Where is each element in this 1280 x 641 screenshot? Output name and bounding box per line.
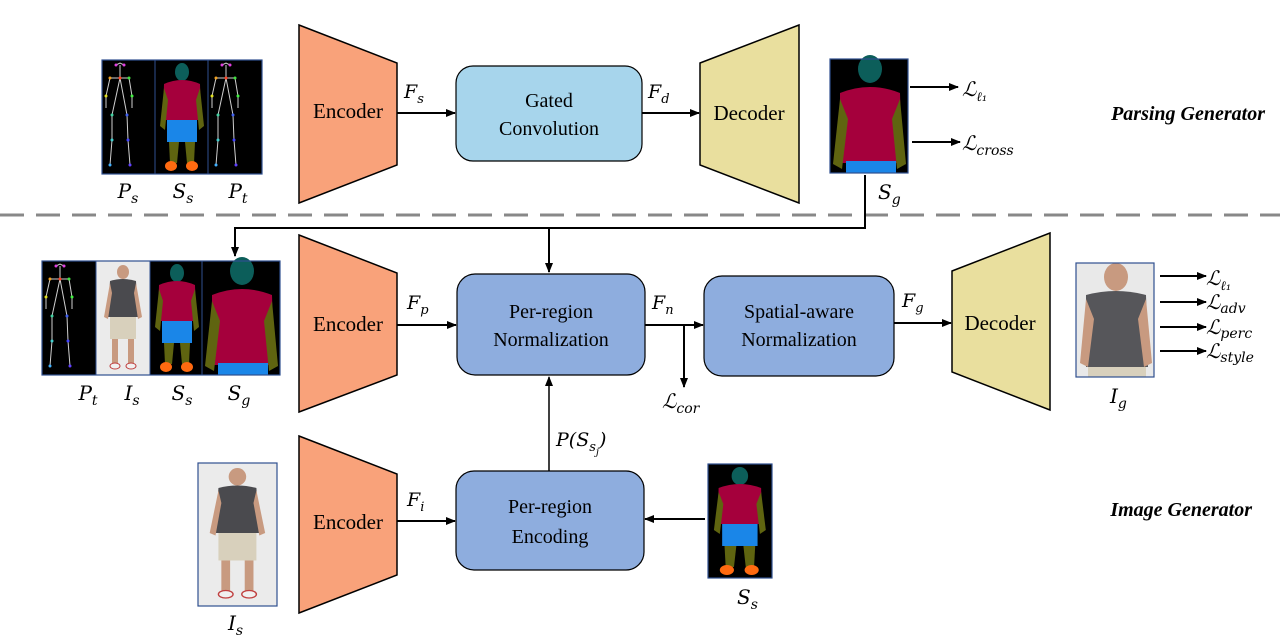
prn-label-1: Per-region [509,301,593,323]
loss-cor: ℒcor [662,389,701,417]
svg-text:ℒcross: ℒcross [962,131,1014,159]
svg-text:Fp: Fp [406,292,429,318]
parsing-decoder-label: Decoder [713,101,784,125]
pose-source-image [101,59,157,175]
svg-text:Fd: Fd [647,81,670,107]
label-ss-bottom: Ss [737,585,758,613]
parsing-output-image [829,55,909,174]
parsing-encoder-label: Encoder [313,99,383,123]
svg-text:Is: Is [227,611,243,639]
loss-style: ℒstyle [1206,339,1254,366]
bottom-parsing-image [707,463,773,579]
pose-target-image [207,59,263,175]
svg-text:ℒadv: ℒadv [1206,290,1246,317]
image-generator-title: Image Generator [1109,499,1252,521]
svg-text:Ps: Ps [117,179,139,207]
parsing-inputs [101,59,263,175]
parsing-source-image [155,60,209,174]
svg-text:Fs: Fs [403,81,424,107]
svg-text:Fg: Fg [901,290,924,316]
label-ig: Ig [1109,384,1127,412]
image-encoder-bottom-label: Encoder [313,510,383,534]
label-p-ssj: P(Ssj) [555,429,606,458]
svg-text:Pt: Pt [227,179,247,207]
label-ss-2: Ss [172,381,193,409]
label-sg-top: Sg [878,180,901,208]
bottom-source-photo [197,462,278,607]
svg-text:Is: Is [123,381,139,409]
gated-label-2: Convolution [499,118,599,140]
san-label-2: Normalization [741,329,857,351]
svg-text:P(Ssj): P(Ssj) [555,429,606,458]
loss-perc: ℒperc [1206,315,1252,342]
svg-text:Sg: Sg [878,180,901,208]
svg-text:Pt: Pt [77,381,97,409]
label-sg-2: Sg [228,381,251,409]
svg-text:ℒℓ₁: ℒℓ₁ [1206,266,1231,294]
label-ss: Ss [173,179,194,207]
image-encoder-bottom: Encoder [298,434,398,615]
per-region-encoding-block: Per-region Encoding [455,470,645,571]
svg-text:ℒcor: ℒcor [662,389,701,417]
label-is: Is [123,381,139,409]
image-decoder-label: Decoder [964,311,1035,335]
label-fs: Fs [403,81,424,107]
label-fd: Fd [647,81,670,107]
loss-cross: ℒcross [962,131,1014,159]
pre-label-2: Encoding [512,526,589,548]
gated-label-1: Gated [525,90,573,112]
image-encoder-top-label: Encoder [313,312,383,336]
parsing-decoder: Decoder [699,23,800,205]
svg-text:Ig: Ig [1109,384,1127,412]
label-fg: Fg [901,290,924,316]
svg-text:ℒℓ₁: ℒℓ₁ [962,77,987,105]
parsing-source-image-2 [150,261,204,375]
label-ps: Ps [117,179,139,207]
label-fp: Fp [406,292,429,318]
svg-text:Ss: Ss [173,179,194,207]
prn-label-2: Normalization [493,329,609,351]
svg-text:Fi: Fi [406,489,424,515]
gated-convolution-block: Gated Convolution [455,65,643,162]
image-inputs [41,257,281,376]
per-region-normalization-block: Per-region Normalization [456,273,646,376]
spatial-aware-normalization-block: Spatial-aware Normalization [703,275,895,377]
label-pt: Pt [227,179,247,207]
svg-text:ℒstyle: ℒstyle [1206,339,1254,366]
loss-l1-parsing: ℒℓ₁ [962,77,987,105]
label-fi: Fi [406,489,424,515]
svg-text:Sg: Sg [228,381,251,409]
loss-l1-image: ℒℓ₁ [1206,266,1231,294]
image-decoder: Decoder [951,231,1051,412]
loss-adv: ℒadv [1206,290,1246,317]
pose-target-image-2 [41,260,97,376]
source-photo [95,260,151,376]
svg-text:Fn: Fn [651,292,674,318]
sg-connector [231,175,866,273]
image-encoder-top: Encoder [298,233,398,414]
svg-text:Ss: Ss [172,381,193,409]
label-is-bottom: Is [227,611,243,639]
generated-image-output [1075,262,1155,378]
parsing-generated-image [202,257,280,375]
label-pt-2: Pt [77,381,97,409]
pre-label-1: Per-region [508,496,592,518]
parsing-encoder: Encoder [298,23,398,205]
san-label-1: Spatial-aware [744,301,854,323]
label-fn: Fn [651,292,674,318]
svg-text:ℒperc: ℒperc [1206,315,1252,342]
svg-text:Ss: Ss [737,585,758,613]
parsing-generator-title: Parsing Generator [1110,103,1265,125]
